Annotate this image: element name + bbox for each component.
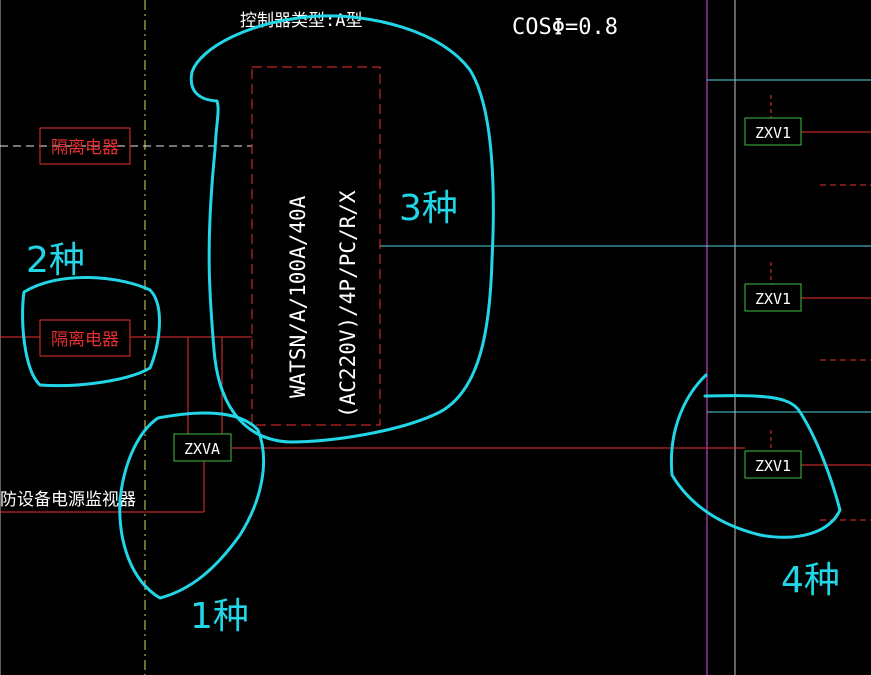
- zxv1-middle-label: ZXV1: [755, 290, 791, 308]
- switch-spec-line1: WATSN/A/100A/40A: [286, 195, 310, 398]
- switch-spec-line2: (AC220V)/4P/PC/R/X: [336, 190, 360, 418]
- zxva-label: ZXVA: [184, 440, 220, 458]
- zxv1-bottom-label: ZXV1: [755, 457, 791, 475]
- annotation-kind-3: 3种: [399, 188, 458, 229]
- isolator-upper[interactable]: 隔离电器: [39, 127, 131, 165]
- loop-kind-2: [21, 276, 161, 388]
- isolator-lower-box: [39, 319, 131, 357]
- zxv1-top-box: [744, 117, 802, 146]
- annotation-kind-1: 1种: [190, 596, 249, 637]
- annotation-kind-4: 4种: [781, 560, 840, 601]
- isolator-lower-label: 隔离电器: [51, 330, 119, 350]
- zxv1-middle-module[interactable]: ZXV1: [744, 283, 802, 312]
- power-factor-label: COSΦ=0.8: [512, 15, 618, 40]
- zxv1-bottom-box: [744, 450, 802, 479]
- hand-markup: [21, 14, 842, 600]
- isolator-lower[interactable]: 隔离电器: [39, 319, 131, 357]
- zxva-box: [173, 433, 232, 462]
- zxv1-top-module[interactable]: ZXV1: [744, 117, 802, 146]
- annotation-kind-2: 2种: [26, 240, 85, 281]
- isolator-upper-box: [39, 127, 131, 165]
- loop-kind-4: [669, 373, 842, 539]
- loop-kind-1: [118, 411, 265, 600]
- ats-dashed-enclosure: [251, 66, 381, 426]
- zxv1-bottom-module[interactable]: ZXV1: [744, 450, 802, 479]
- loop-kind-3: [189, 14, 495, 444]
- isolator-upper-label: 隔离电器: [51, 138, 119, 158]
- zxv1-top-label: ZXV1: [755, 124, 791, 142]
- power-monitor-label: 防设备电源监视器: [0, 490, 136, 510]
- zxva-module[interactable]: ZXVA: [173, 433, 232, 462]
- zxv1-middle-box: [744, 283, 802, 312]
